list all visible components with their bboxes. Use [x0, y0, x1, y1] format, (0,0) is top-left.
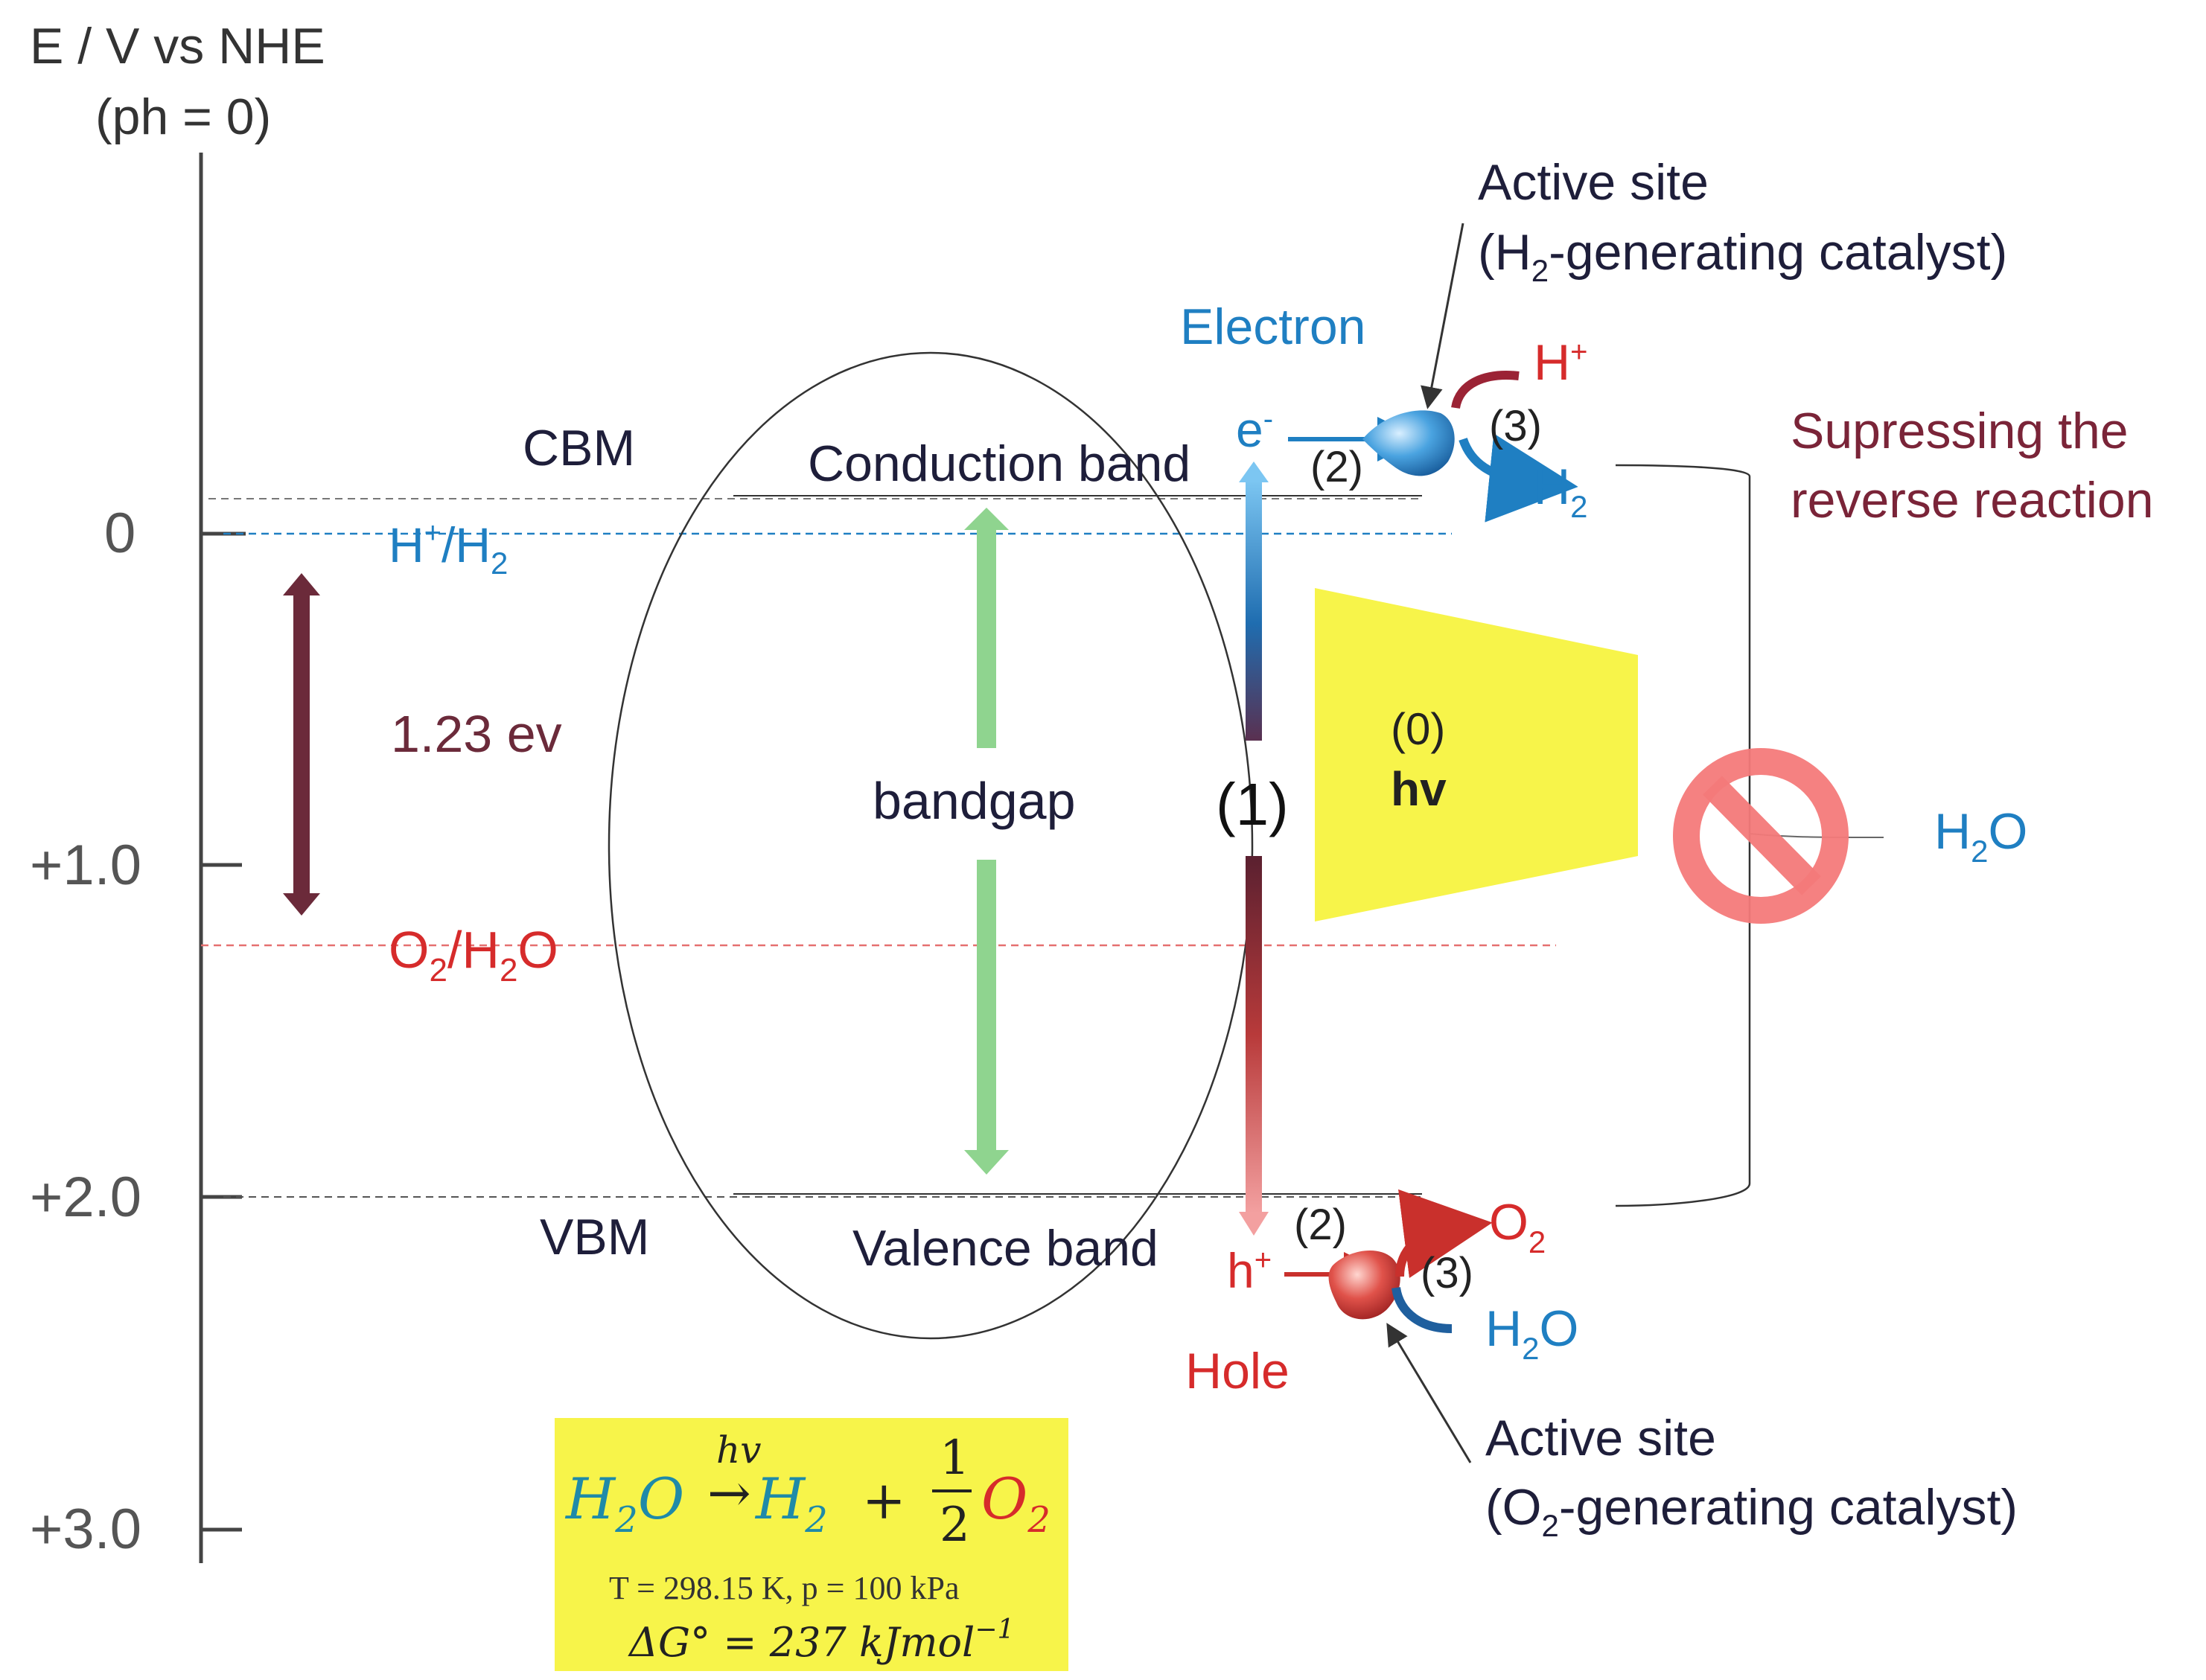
h2o-reactant: H2O	[1485, 1300, 1578, 1366]
h2-evolution: H+ H2 (3) Active site (H2-generating cat…	[1421, 154, 2007, 524]
bandgap-arrow-up	[964, 508, 1009, 748]
tick-label-0: 0	[104, 502, 136, 565]
prohibit-icon	[1673, 748, 1849, 924]
equation-arrow: →	[707, 1463, 751, 1524]
equation-plus: +	[862, 1470, 906, 1531]
cbm-label: CBM	[523, 420, 635, 476]
step-2-bottom-label: (2)	[1294, 1201, 1347, 1249]
o2-active-site-drop	[1328, 1250, 1400, 1320]
step-1-label: (1)	[1216, 771, 1289, 837]
step-0-label: (0)	[1391, 704, 1445, 754]
step-3-top-label: (3)	[1489, 402, 1542, 450]
active-site-bottom-line2: (O2-generating catalyst)	[1485, 1479, 2018, 1543]
axis-title-line2: (ph = 0)	[95, 89, 271, 145]
h2o-uptake-arrow	[1391, 1286, 1453, 1333]
bandgap-arrow-down	[964, 860, 1009, 1175]
tick-label-3: +3.0	[30, 1498, 141, 1561]
axis-title-line1: E / V vs NHE	[30, 18, 325, 74]
vbm-label: VBM	[540, 1209, 649, 1265]
tick-label-1: +1.0	[30, 834, 141, 897]
water-label: H2O	[1934, 803, 2027, 869]
h2-product: H2	[1534, 459, 1587, 524]
o-couple-label: O2/H2O	[389, 921, 558, 988]
conduction-band-label: Conduction band	[808, 435, 1190, 492]
semiconductor-particle: Conduction band Valence band bandgap (1)…	[608, 298, 1638, 1399]
particle-outline	[608, 351, 1254, 1340]
gap-value-label: 1.23 ev	[391, 705, 562, 763]
light-beam	[1315, 588, 1638, 922]
equation-arrow-label: hv	[716, 1428, 761, 1472]
equation-rhs-h2: H2	[754, 1466, 828, 1541]
active-site-bottom-line1: Active site	[1485, 1410, 1716, 1466]
h-plus-label: h+	[1227, 1243, 1272, 1298]
equation-gibbs: ΔG° = 237 kJmol−1	[628, 1614, 1014, 1666]
gap-double-arrow	[283, 573, 320, 916]
h-plus-product: H+	[1534, 334, 1587, 391]
e-minus-label: e-	[1236, 402, 1273, 457]
h2-release-arrow	[1459, 433, 1578, 523]
active-site-top-line1: Active site	[1478, 154, 1709, 211]
o2-release-arrow	[1395, 1189, 1493, 1279]
step-2-top-label: (2)	[1310, 443, 1363, 491]
active-site-top-line2: (H2-generating catalyst)	[1478, 224, 2007, 288]
hole-label: Hole	[1185, 1343, 1290, 1399]
reverse-reaction-block: Supressing the reverse reaction H2O	[1615, 403, 2154, 1207]
overall-equation-box: H2O hv → H2 + 1 2 O2 T = 298.15 K, p = 1…	[555, 1418, 1068, 1671]
reverse-bracket	[1615, 464, 1751, 1207]
equation-frac-num: 1	[940, 1431, 970, 1486]
tick-label-2: +2.0	[30, 1166, 141, 1229]
suppress-line1: Supressing the	[1791, 403, 2129, 459]
equation-conditions: T = 298.15 K, p = 100 kPa	[609, 1570, 960, 1606]
active-site-top-pointer	[1421, 223, 1464, 409]
energy-levels: CBM VBM H+/H2 O2/H2O 1.23 ev	[201, 420, 1556, 1265]
o2-product: O2	[1489, 1194, 1546, 1259]
active-site-bottom-pointer	[1386, 1323, 1472, 1463]
h-couple-label: H+/H2	[389, 517, 508, 581]
electron-excitation-arrow	[1239, 461, 1269, 741]
electron-label: Electron	[1180, 298, 1365, 355]
valence-band-label: Valence band	[852, 1220, 1158, 1277]
hv-label: hv	[1391, 762, 1447, 816]
h-plus-uptake-arrow	[1451, 371, 1520, 409]
step-3-bottom-label: (3)	[1421, 1249, 1473, 1297]
equation-lhs: H2O	[564, 1466, 684, 1541]
energy-axis: E / V vs NHE (ph = 0) 0 +1.0 +2.0 +3.0	[30, 18, 325, 1563]
hole-generation-arrow	[1239, 856, 1269, 1236]
equation-background	[555, 1418, 1068, 1671]
bandgap-label: bandgap	[873, 772, 1076, 830]
h2-active-site-drop	[1362, 410, 1455, 476]
equation-frac-den: 2	[940, 1498, 970, 1553]
equation-rhs-o2: O2	[981, 1466, 1051, 1541]
suppress-line2: reverse reaction	[1791, 472, 2154, 528]
o2-evolution: O2 H2O (3) Active site (O2-generating ca…	[1386, 1189, 2018, 1543]
